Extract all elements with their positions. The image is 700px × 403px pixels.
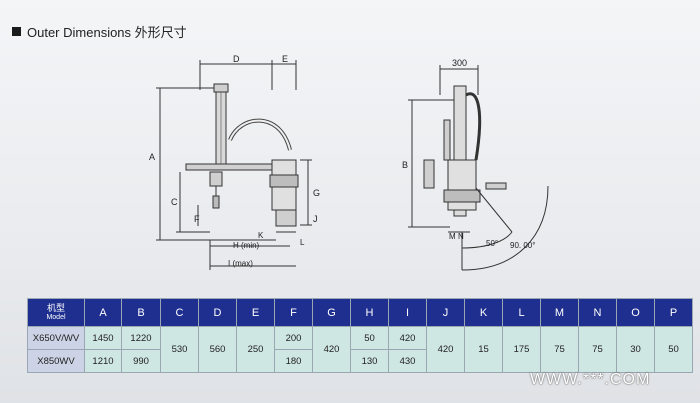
- header-A: A: [84, 298, 122, 327]
- section-title-text: Outer Dimensions 外形尺寸: [27, 25, 187, 40]
- cell-N: 75: [578, 326, 617, 373]
- table-row: X850WV 1210 990 180 130 430: [27, 349, 693, 373]
- cell-F: 200: [274, 326, 313, 350]
- header-E: E: [236, 298, 275, 327]
- cell-D: 560: [198, 326, 237, 373]
- label-F: F: [194, 214, 200, 224]
- label-M: M: [449, 232, 456, 241]
- label-C: C: [171, 197, 178, 207]
- watermark: WWW.***.COM: [530, 371, 651, 388]
- cell-H: 50: [350, 326, 389, 350]
- header-K: K: [464, 298, 503, 327]
- label-I: I (max): [228, 259, 253, 268]
- label-J: J: [313, 214, 318, 224]
- label-B: B: [402, 160, 408, 170]
- header-M: M: [540, 298, 579, 327]
- cell-B: 1220: [121, 326, 161, 350]
- header-model-sub: Model: [46, 313, 66, 321]
- label-angle-50: 50°: [486, 239, 498, 248]
- label-angle-90: 90. 00°: [510, 241, 535, 250]
- cell-M: 75: [540, 326, 579, 373]
- label-K: K: [258, 231, 264, 240]
- label-N: N: [458, 232, 464, 241]
- header-G: G: [312, 298, 351, 327]
- title-bullet: [12, 27, 21, 36]
- header-model: 机型 Model: [27, 298, 85, 327]
- cell-L: 175: [502, 326, 541, 373]
- cell-O: 30: [616, 326, 655, 373]
- header-H: H: [350, 298, 389, 327]
- cell-H: 130: [350, 349, 389, 373]
- label-300: 300: [452, 58, 467, 68]
- cell-E: 250: [236, 326, 275, 373]
- cell-A: 1450: [84, 326, 122, 350]
- header-O: O: [616, 298, 655, 327]
- header-D: D: [198, 298, 237, 327]
- cell-F: 180: [274, 349, 313, 373]
- header-N: N: [578, 298, 617, 327]
- side-view-drawing: [408, 65, 549, 271]
- header-L: L: [502, 298, 541, 327]
- header-C: C: [160, 298, 199, 327]
- cell-K: 15: [464, 326, 503, 373]
- label-D: D: [233, 54, 240, 64]
- cell-P: 50: [654, 326, 693, 373]
- cell-B: 990: [121, 349, 161, 373]
- header-F: F: [274, 298, 313, 327]
- model-cell: X650V/WV: [27, 326, 85, 350]
- header-model-text: 机型: [46, 302, 65, 313]
- header-I: I: [388, 298, 427, 327]
- label-G: G: [313, 188, 320, 198]
- label-A: A: [149, 152, 155, 162]
- table-row: X650V/WV 1450 1220 530 560 250 200 420 5…: [27, 326, 693, 373]
- label-H: H (min): [233, 241, 260, 250]
- dimensions-table: 机型 Model A B C D E F G H I J K L M N O P…: [27, 298, 693, 373]
- label-L: L: [300, 238, 305, 247]
- front-view-drawing: [156, 60, 312, 270]
- cell-C: 530: [160, 326, 199, 373]
- label-E: E: [282, 54, 288, 64]
- table-header-row: 机型 Model A B C D E F G H I J K L M N O P: [27, 298, 693, 327]
- cell-J: 420: [426, 326, 465, 373]
- header-J: J: [426, 298, 465, 327]
- header-B: B: [121, 298, 161, 327]
- header-P: P: [654, 298, 693, 327]
- model-cell: X850WV: [27, 349, 85, 373]
- cell-A: 1210: [84, 349, 122, 373]
- cell-I: 420: [388, 326, 427, 350]
- cell-G: 420: [312, 326, 351, 373]
- section-title: Outer Dimensions 外形尺寸: [12, 22, 187, 41]
- cell-I: 430: [388, 349, 427, 373]
